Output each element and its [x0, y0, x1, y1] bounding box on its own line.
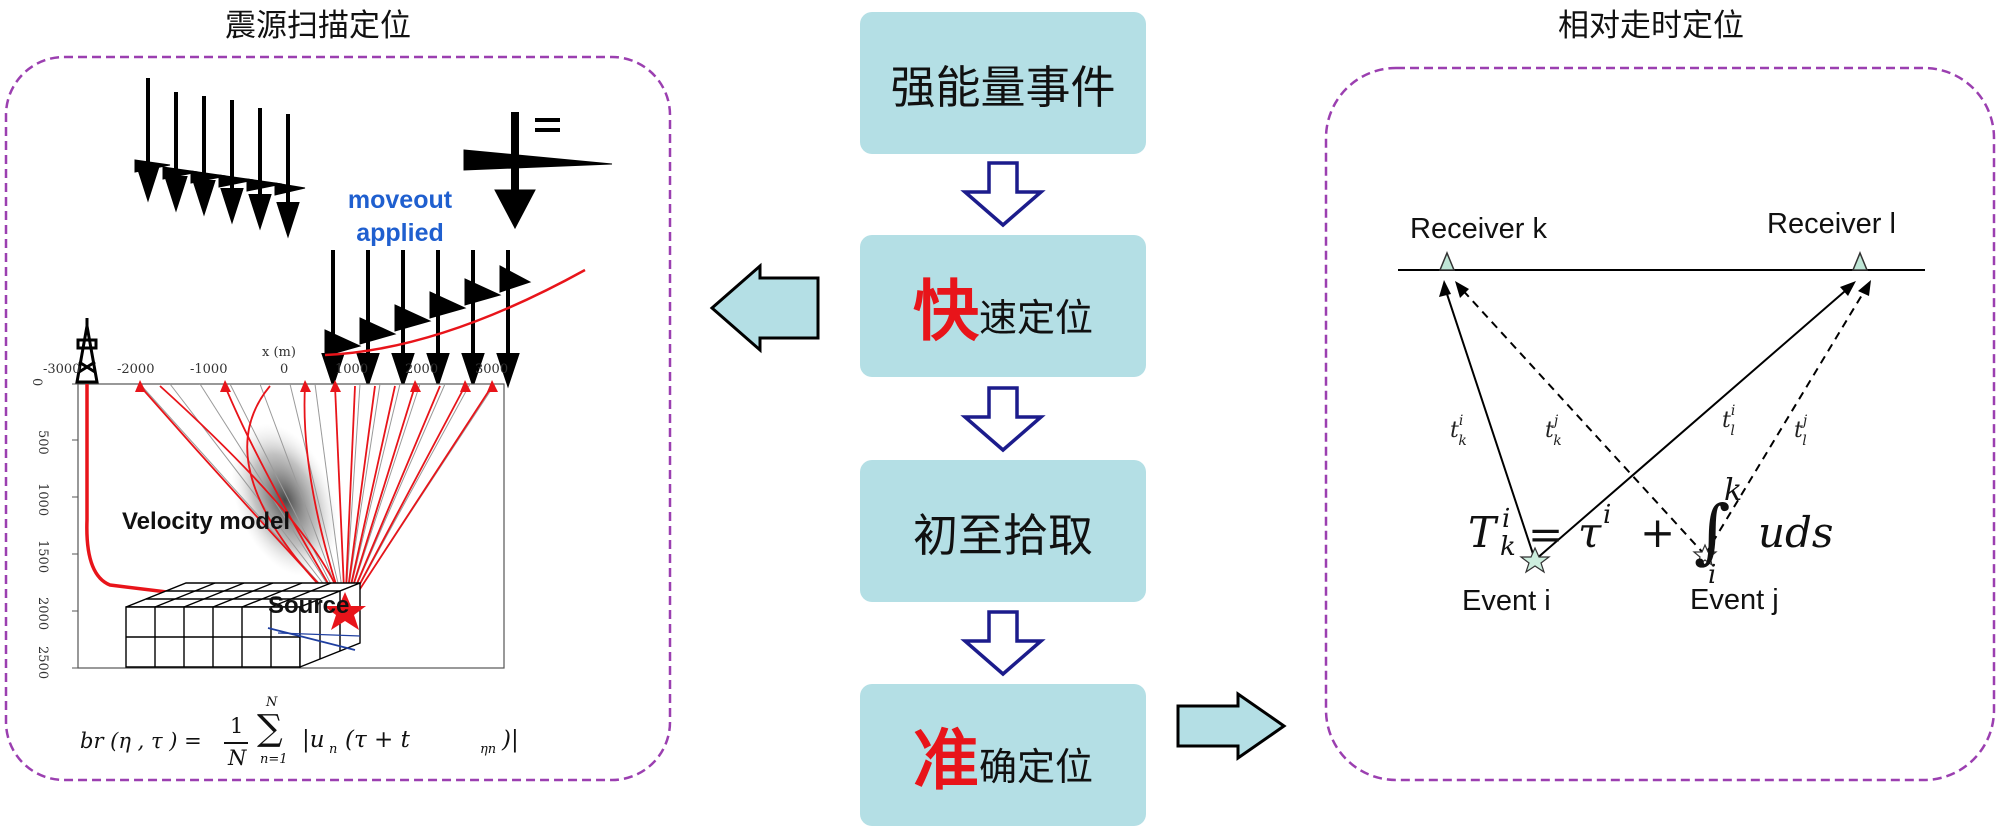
right-arrow-icon	[1176, 691, 1287, 761]
ray-j-to-k	[1457, 284, 1706, 556]
ray-j-to-l	[1704, 284, 1869, 556]
x-tick: -2000	[117, 362, 155, 377]
slice-line-2	[277, 632, 361, 637]
moveout-label: moveout applied	[335, 184, 465, 250]
slice-line-1	[267, 627, 356, 651]
eq-tau: τ	[1578, 508, 1602, 557]
moveout-arrows-icon	[321, 250, 532, 389]
formula-lhs: br (η , τ ) =	[80, 729, 202, 753]
x-tick: -3000	[43, 362, 81, 377]
t-sub: l	[1802, 433, 1807, 449]
flow-step-first-arrival-picking: 初至拾取	[860, 460, 1146, 602]
eq-integral: ∫	[1694, 490, 1731, 572]
event-i-star-icon	[1519, 546, 1551, 574]
receiver-k-icon	[1438, 251, 1456, 271]
moveout-label-line2: applied	[356, 219, 444, 247]
left-panel-border	[4, 55, 672, 782]
tower-icon	[75, 318, 99, 384]
event-i-label: Event i	[1462, 585, 1551, 617]
t-label-il: til	[1722, 403, 1740, 439]
eq-T-sub: k	[1500, 532, 1516, 562]
receiver-l-icon	[1851, 251, 1869, 271]
t-base: t	[1722, 408, 1731, 433]
eq-int-bottom: i	[1708, 560, 1717, 590]
x-tick: 1000	[335, 362, 369, 377]
event-j-star-icon	[1692, 543, 1718, 567]
eq-body: uds	[1758, 508, 1834, 557]
t-base: t	[1794, 418, 1803, 443]
eq-equals: =	[1528, 510, 1564, 559]
flow-step-label: 确定位	[978, 744, 1093, 789]
moveout-label-line1: moveout	[347, 186, 453, 214]
ray-i-to-l	[1534, 284, 1853, 561]
t-label-ik: tik	[1450, 413, 1472, 449]
source-label: Source	[268, 592, 350, 619]
left-panel	[4, 55, 672, 782]
x-tick: 3000	[475, 362, 509, 377]
eq-plus: +	[1640, 508, 1676, 557]
x-tick-labels: -3000 -2000 -1000 0 1000 2000 3000	[35, 362, 555, 380]
t-label-jk: tjk	[1545, 413, 1567, 449]
source-star-icon	[324, 592, 366, 630]
eq-int-top: k	[1724, 473, 1743, 508]
receiver-l-label: Receiver l	[1767, 208, 1896, 240]
flow-step-label: 强能量事件	[890, 60, 1116, 114]
flow-step-strong-event: 强能量事件	[860, 12, 1146, 154]
event-j-label: Event j	[1690, 584, 1779, 616]
formula-frac-bar	[224, 742, 248, 744]
trace-arrows-icon	[134, 78, 306, 239]
t-sup: j	[1802, 413, 1808, 429]
stack-arrow-icon	[463, 112, 613, 230]
formula-tail: )|	[502, 727, 519, 753]
x-tick: -1000	[190, 362, 228, 377]
ray-i-to-k	[1443, 284, 1536, 561]
eq-T: T	[1468, 508, 1497, 557]
x-tick: 2000	[405, 362, 439, 377]
t-base: t	[1450, 418, 1459, 443]
flow-step-label: 初至拾取	[912, 508, 1093, 562]
flow-step-emphasis: 准	[912, 722, 979, 799]
formula-frac-num: 1	[230, 714, 244, 738]
left-panel-title: 震源扫描定位	[225, 8, 411, 44]
flow-down-arrow-icon	[960, 161, 1046, 677]
formula-body: |u	[302, 727, 325, 753]
formula-sum-top: N	[266, 695, 278, 710]
moveout-curve	[324, 268, 586, 357]
t-sup: i	[1458, 413, 1464, 429]
right-panel-border	[1324, 66, 1996, 782]
x-axis-title: x (m)	[262, 345, 296, 360]
t-sub: k	[1553, 433, 1562, 449]
right-panel-title: 相对走时定位	[1558, 8, 1744, 44]
flow-step-label: 速定位	[978, 295, 1093, 340]
formula-paren: (τ + t	[345, 727, 410, 753]
formula-sub-eta: ηn	[480, 742, 497, 757]
flow-step-emphasis: 快	[912, 273, 979, 350]
travel-time-equation: T i k = τ i + ∫ k i uds	[1468, 473, 1848, 590]
eq-T-sup: i	[1502, 504, 1511, 534]
x-tick: 0	[280, 362, 289, 377]
velocity-model-label: Velocity model	[122, 508, 291, 535]
flow-step-accurate-location: 准确定位	[860, 684, 1146, 826]
flow-step-fast-location: 快速定位	[860, 235, 1146, 377]
axis-ticks	[72, 383, 78, 669]
velocity-anomaly	[231, 423, 339, 577]
right-panel	[1324, 66, 1996, 782]
formula-sum-icon: ∑	[257, 708, 283, 749]
ray-arrowheads	[135, 380, 498, 392]
t-label-jl: tjl	[1794, 413, 1812, 449]
receiver-k-label: Receiver k	[1410, 213, 1547, 245]
formula-frac-den: N	[228, 746, 247, 770]
t-sup: j	[1553, 413, 1559, 429]
grid-block-icon	[125, 581, 361, 669]
eq-tau-sup: i	[1603, 500, 1612, 530]
t-base: t	[1545, 418, 1554, 443]
t-sup: i	[1730, 403, 1736, 419]
left-arrow-icon	[709, 262, 820, 354]
t-sub: k	[1458, 433, 1467, 449]
formula-sub-n: n	[329, 742, 338, 757]
t-sub: l	[1730, 423, 1735, 439]
formula-sum-bottom: n=1	[260, 752, 288, 767]
